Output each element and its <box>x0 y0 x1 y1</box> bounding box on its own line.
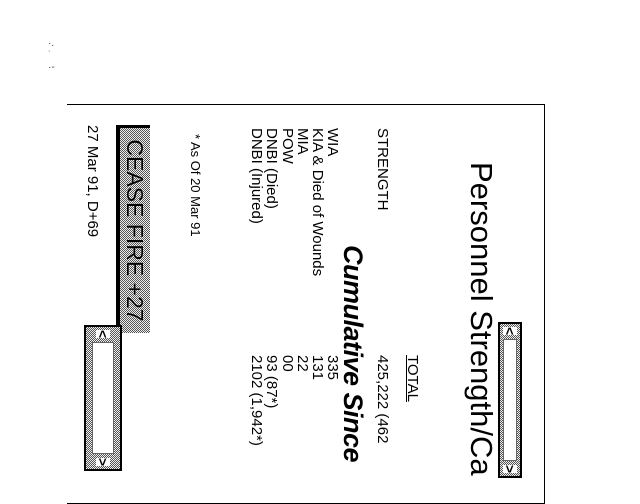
cease-fire-banner: CEASE FIRE +27 <box>116 125 150 333</box>
row-value-pow: 00 <box>279 355 296 372</box>
scroll-prev-button[interactable]: < <box>502 327 518 336</box>
row-label-mia: MIA <box>294 128 311 155</box>
scroll-track[interactable] <box>503 339 517 461</box>
strength-label: STRENGTH <box>374 128 391 211</box>
row-value-dnbi-injured: 2102 (1,942*) <box>248 355 265 446</box>
total-column-header: TOTAL <box>404 355 421 402</box>
section-heading: Cumulative Since <box>338 245 368 463</box>
rotated-document-page: Personnel Strength/Ca < > TOTAL STRENGTH… <box>67 104 545 504</box>
row-value-mia: 22 <box>294 355 311 372</box>
row-value-dnbi-died: 93 (87*) <box>263 355 280 409</box>
scan-marks: ·.˙·- <box>48 38 55 73</box>
scroll-track[interactable] <box>91 342 115 454</box>
row-label-dnbi-injured: DNBI (Injured) <box>248 128 265 224</box>
date-line: 27 Mar 91, D+69 <box>84 125 101 238</box>
page-title: Personnel Strength/Ca <box>464 162 499 476</box>
row-label-dnbi-died: DNBI (Died) <box>263 128 280 209</box>
title-scroll-control[interactable]: < > <box>498 322 522 478</box>
scroll-next-button[interactable]: > <box>95 457 111 466</box>
row-label-pow: POW <box>279 128 296 164</box>
footnote: * As Of 20 Mar 91 <box>188 134 203 237</box>
scroll-next-button[interactable]: > <box>502 464 518 473</box>
strength-value: 425,222 (462 <box>374 355 391 444</box>
bottom-scroll-control[interactable]: < > <box>84 325 122 471</box>
row-value-kia: 131 <box>309 355 326 381</box>
row-label-wia: WIA <box>324 128 341 157</box>
row-label-kia: KIA & Died of Wounds <box>309 128 326 277</box>
scroll-prev-button[interactable]: < <box>95 330 111 339</box>
row-value-wia: 335 <box>324 355 341 381</box>
